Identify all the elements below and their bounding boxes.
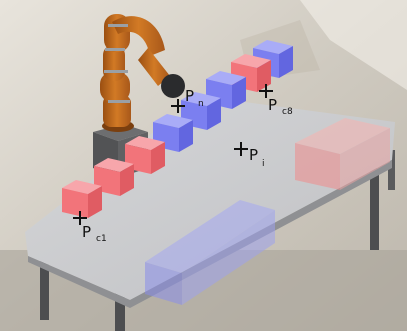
red-cube-7	[231, 54, 271, 92]
table-leg-front-left	[40, 250, 49, 320]
red-cube-1	[62, 180, 102, 218]
blue-target-zone	[145, 200, 275, 305]
table-leg-back-right	[388, 150, 395, 190]
crosshair-icon	[259, 84, 273, 98]
label-pi-sub: i	[262, 159, 265, 169]
cube-row	[62, 40, 293, 218]
window-light	[300, 0, 407, 90]
marker-pc1: P c1	[73, 211, 107, 244]
red-target-zone	[295, 118, 390, 190]
crosshair-icon	[234, 142, 248, 156]
robot-arm	[100, 14, 185, 132]
marker-pi: P i	[234, 142, 265, 169]
gripper	[161, 74, 185, 98]
crosshair-icon	[73, 211, 87, 225]
crosshair-icon	[171, 99, 185, 113]
marker-pc8: P c8	[259, 84, 293, 117]
label-pc8-main: P	[268, 96, 277, 114]
table-leg-right	[370, 168, 379, 250]
label-pc1-main: P	[82, 223, 91, 241]
label-pc8-sub: c8	[282, 107, 293, 117]
label-pi-main: P	[249, 146, 258, 164]
marker-pn: P n	[171, 87, 204, 113]
label-pn-main: P	[185, 87, 194, 105]
label-pc1-sub: c1	[96, 234, 107, 244]
table-leg-front-mid	[115, 290, 125, 331]
label-pn-sub: n	[198, 99, 204, 109]
